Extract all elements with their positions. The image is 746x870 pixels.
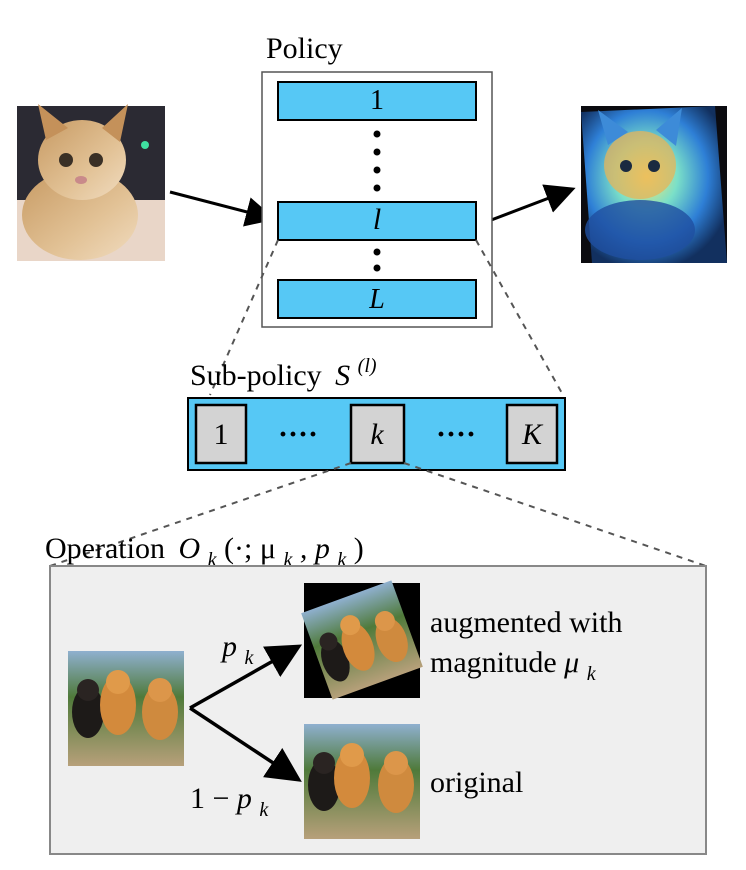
subpolicy-op-first: 1 [194,403,248,465]
branch-arrow-top [189,644,303,710]
policy-layer-first: 1 [277,81,477,121]
svg-text:1: 1 [214,418,229,451]
augmented-label-line1: augmented with [430,606,622,639]
zoom-line-right-2 [403,462,707,567]
input-arrow [169,190,276,227]
svg-text:l: l [373,203,381,236]
branch-top-probability: p k [220,630,255,669]
zoom-line-left-1 [209,239,279,396]
original-label: original [430,766,523,799]
policy-title: Policy [266,32,343,65]
subpolicy-op-middle: k [349,403,406,465]
policy-layer-middle: l [277,201,477,241]
output-augmented-cat-image [581,106,727,263]
source-dog-image [68,651,184,766]
operation-label: Operation O k (·; μ k , p k ) [45,532,364,573]
output-arrow [485,184,576,224]
policy-vertical-dots-upper [373,130,381,192]
input-cat-image [17,104,165,261]
subpolicy-op-last: K [505,403,559,465]
augmented-label-line2: magnitude μ k [430,646,597,685]
policy-vertical-dots-lower [373,248,381,272]
svg-text:1: 1 [370,85,384,116]
branch-bottom-probability: 1 − p k [190,782,269,821]
svg-text:L: L [368,284,385,315]
subpolicy-label: Sub-policy S (l) [190,355,377,392]
subpolicy-ellipsis-left: ···· [278,418,318,451]
svg-text:k: k [370,418,384,451]
zoom-line-left-2 [49,462,352,567]
policy-layer-last: L [277,279,477,319]
zoom-line-right-1 [475,239,564,396]
branch-arrow-bottom [189,706,302,782]
svg-text:K: K [521,418,544,451]
original-dog-image [304,724,420,839]
subpolicy-ellipsis-right: ···· [436,418,476,451]
augmented-dog-image [301,580,423,700]
